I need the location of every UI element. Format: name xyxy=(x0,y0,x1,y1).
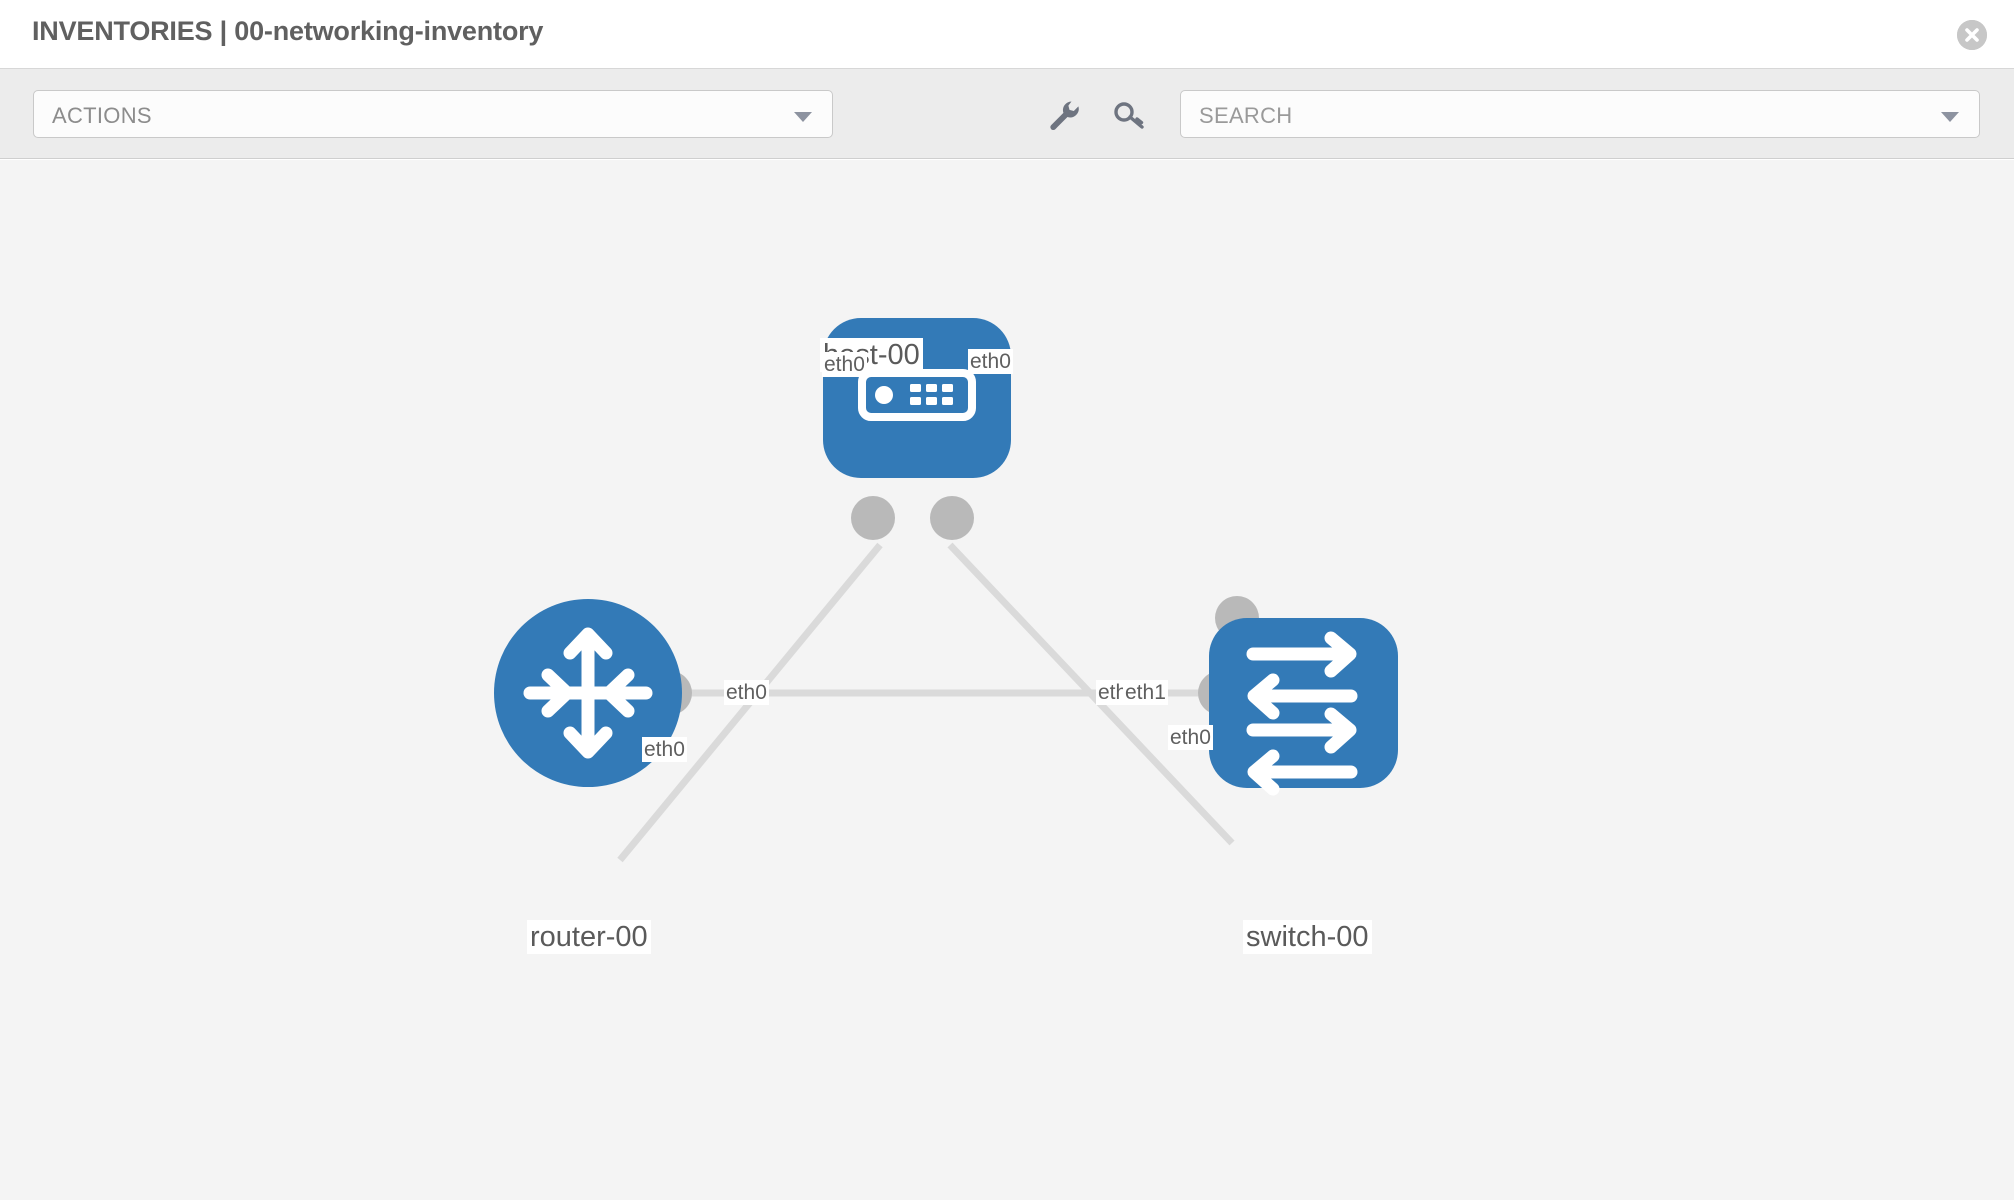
edge-label-switch-eth1: eth1 xyxy=(1123,680,1168,705)
actions-dropdown[interactable]: ACTIONS xyxy=(33,90,833,138)
toolbar: ACTIONS SEARCH xyxy=(0,69,2014,159)
page-title: INVENTORIES | 00-networking-inventory xyxy=(32,16,543,47)
search-input[interactable]: SEARCH xyxy=(1180,90,1980,138)
chevron-down-icon xyxy=(794,112,812,122)
wrench-icon[interactable] xyxy=(1047,99,1081,131)
edge-label-router-eth0-uplink: eth0 xyxy=(642,737,687,762)
node-label-router-00: router-00 xyxy=(527,920,651,954)
edge-label-host-eth0-right: eth0 xyxy=(968,349,1013,374)
search-placeholder: SEARCH xyxy=(1199,103,1293,129)
topology-graph xyxy=(0,160,2014,1200)
topology-edges xyxy=(620,545,1280,860)
node-switch-00 xyxy=(1209,618,1398,789)
chevron-down-icon[interactable] xyxy=(1941,112,1959,122)
actions-dropdown-label: ACTIONS xyxy=(52,103,152,129)
key-icon[interactable] xyxy=(1113,99,1147,131)
close-icon[interactable] xyxy=(1957,20,1987,50)
edge-label-host-eth0-left: eth0 xyxy=(822,352,867,377)
edge-label-router-eth0: eth0 xyxy=(724,680,769,705)
connector-host-left xyxy=(851,496,895,540)
page-header: INVENTORIES | 00-networking-inventory xyxy=(0,0,2014,69)
edge-label-switch-eth0-uplink: eth0 xyxy=(1168,725,1213,750)
topology-canvas[interactable]: host-00 router-00 switch-00 eth0 eth0 et… xyxy=(0,160,2014,1200)
node-label-switch-00: switch-00 xyxy=(1243,920,1372,954)
connector-host-right xyxy=(930,496,974,540)
